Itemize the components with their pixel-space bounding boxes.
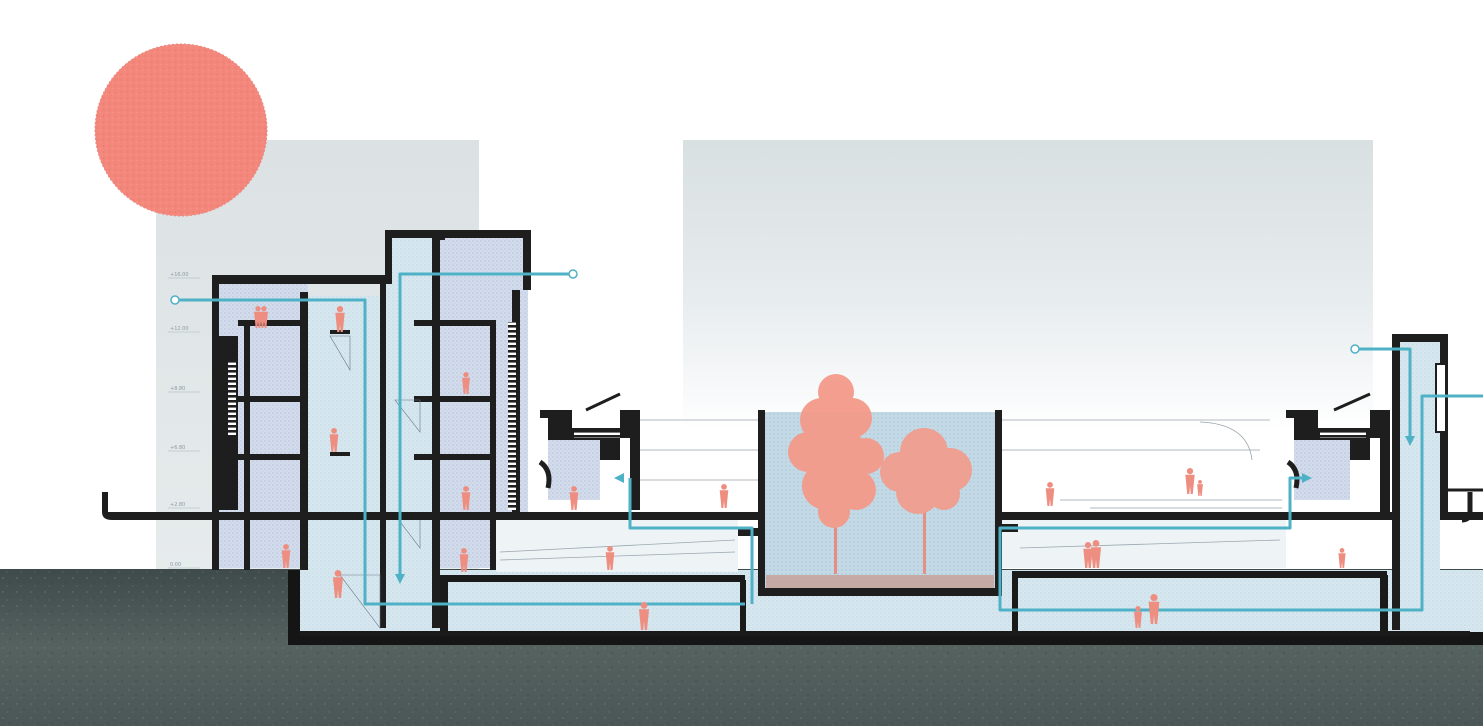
people-layer (254, 306, 1346, 630)
level-label: +6.80 (170, 445, 185, 451)
level-label: +2.80 (170, 502, 185, 508)
person-icon (281, 544, 291, 568)
level-markers: +16.00 +12.00 +8.80 +6.80 +2.80 0.00 (168, 272, 200, 569)
tree-icon (788, 374, 884, 574)
basement (288, 570, 1483, 645)
person-icon (260, 306, 268, 328)
left-canopy (102, 492, 300, 520)
person-icon (569, 486, 579, 510)
person-icon (1083, 542, 1093, 568)
tree-icon (880, 428, 972, 574)
right-tower (1392, 334, 1483, 630)
airflow-endpoints (170, 269, 1415, 584)
person-icon (1148, 594, 1160, 624)
person-icon (462, 372, 470, 394)
level-label: +16.00 (170, 272, 189, 278)
level-label: +8.80 (170, 386, 185, 392)
person-icon (605, 546, 615, 570)
level-label: +12.00 (170, 326, 189, 332)
person-icon (1185, 468, 1195, 494)
person-icon (459, 548, 469, 572)
person-icon (1338, 548, 1346, 568)
central-block (300, 392, 1483, 572)
person-icon (329, 428, 339, 452)
person-icon (254, 306, 262, 328)
left-tower (212, 230, 531, 629)
sun-icon (94, 43, 268, 217)
person-icon (1090, 540, 1102, 568)
person-icon (719, 484, 729, 508)
person-icon (1134, 606, 1142, 628)
person-icon (1045, 482, 1055, 506)
person-icon (332, 570, 344, 598)
person-icon (638, 602, 650, 630)
airflow-arrow-icon (175, 272, 1483, 612)
person-icon (335, 306, 345, 332)
level-label: 0.00 (170, 562, 181, 568)
sky-panel-right (683, 140, 1373, 430)
person-icon (1197, 480, 1203, 496)
person-icon (461, 486, 471, 510)
